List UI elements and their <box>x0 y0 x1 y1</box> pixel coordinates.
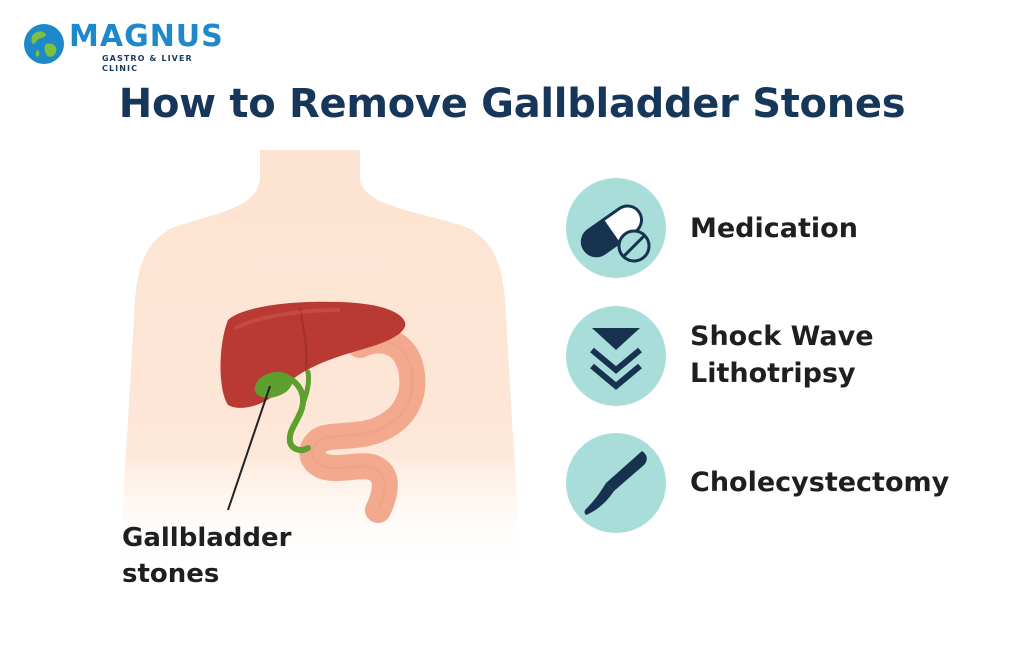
torso-illustration <box>120 150 520 570</box>
gallbladder-icon <box>254 371 293 398</box>
clinic-logo: MAGNUS GASTRO & LIVER CLINIC <box>22 16 224 73</box>
page-title: How to Remove Gallbladder Stones <box>118 81 906 127</box>
cholecystectomy-badge <box>566 433 666 533</box>
method-shock-wave: Shock Wave Lithotripsy <box>566 306 1006 406</box>
callout-line-1: Gallbladder <box>122 523 292 553</box>
shock-wave-icon <box>590 328 642 390</box>
scalpel-icon <box>584 451 647 515</box>
method-medication: Medication <box>566 178 1006 278</box>
method-label-line-1: Shock Wave <box>690 321 874 352</box>
method-label-line-1: Cholecystectomy <box>690 467 950 498</box>
globe-icon <box>24 24 64 64</box>
method-label: Shock Wave Lithotripsy <box>690 318 874 392</box>
callout-line-2: stones <box>122 559 220 589</box>
bile-duct <box>285 375 311 453</box>
method-label: Cholecystectomy <box>690 464 949 501</box>
method-label: Medication <box>690 210 858 247</box>
logo-name: MAGNUS <box>69 19 224 54</box>
pill-icon <box>580 204 651 263</box>
logo-tagline: GASTRO & LIVER CLINIC <box>102 54 193 73</box>
medication-badge <box>566 178 666 278</box>
method-label-line-2: Lithotripsy <box>690 358 856 389</box>
method-cholecystectomy: Cholecystectomy <box>566 433 1006 533</box>
gallbladder-callout: Gallbladder stones <box>122 520 291 592</box>
method-label-line-1: Medication <box>690 213 858 244</box>
shock-wave-badge <box>566 306 666 406</box>
stomach-icon <box>299 327 426 523</box>
callout-pointer <box>227 385 271 511</box>
